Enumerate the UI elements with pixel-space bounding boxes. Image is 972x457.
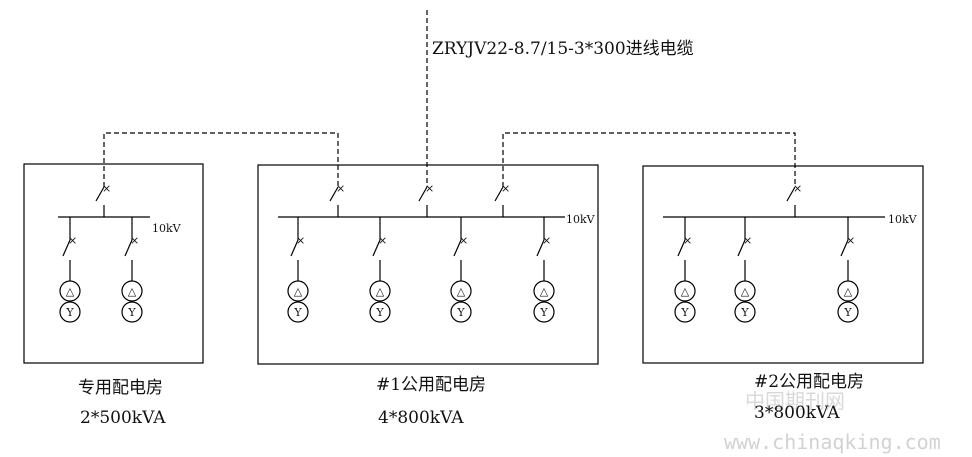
transformer-secondary-winding	[533, 301, 555, 323]
delta-symbol: △	[540, 285, 549, 298]
delta-symbol: △	[128, 285, 137, 298]
watermark-url: www.chinaqking.com	[724, 430, 941, 454]
feeder-switch-blade	[124, 239, 133, 257]
transformer-primary-winding	[121, 280, 143, 302]
transformer-secondary-winding	[287, 301, 309, 323]
room-capacity-public-2: 3*800kVA	[754, 403, 840, 423]
transformer-primary-winding	[674, 280, 696, 302]
incoming-switch-blade	[786, 186, 796, 202]
wye-symbol: Y	[456, 306, 465, 319]
feeder-switch-blade	[290, 239, 299, 257]
dashed-link-dedicated	[103, 132, 339, 187]
busbar-voltage-label-dedicated: 10kV	[152, 222, 182, 235]
watermark-cn: 中国期刊网	[745, 389, 845, 413]
incoming-switch-blade	[418, 186, 428, 202]
feeder-mark: ×	[459, 234, 468, 247]
wye-symbol: Y	[65, 306, 74, 319]
delta-symbol: △	[681, 285, 690, 298]
feeder-switch-blade	[536, 239, 545, 257]
feeder-mark: ×	[683, 234, 692, 247]
room-name-public-1: #1公用配电房	[376, 375, 486, 395]
switch-mark: ×	[501, 182, 510, 195]
room-box-dedicated	[23, 163, 204, 364]
delta-symbol: △	[294, 285, 303, 298]
delta-symbol: △	[457, 285, 466, 298]
switch-mark: ×	[336, 182, 345, 195]
room-capacity-public-1: 4*800kVA	[378, 408, 464, 428]
wye-symbol: Y	[293, 306, 302, 319]
incoming-cable-label: ZRYJV22-8.7/15-3*300进线电缆	[432, 39, 694, 59]
transformer-secondary-winding	[59, 301, 81, 323]
wye-symbol: Y	[843, 306, 852, 319]
switch-group: × × × × × × × × × × × × × ×	[62, 182, 855, 281]
wye-symbol: Y	[680, 306, 689, 319]
delta-symbol: △	[66, 285, 75, 298]
wye-symbol: Y	[127, 306, 136, 319]
transformer-primary-winding	[533, 280, 555, 302]
transformer-secondary-winding	[369, 301, 391, 323]
feeder-switch-blade	[840, 239, 849, 257]
room-name-dedicated: 专用配电房	[78, 378, 163, 398]
transformer-primary-winding	[59, 280, 81, 302]
transformer-primary-winding	[287, 280, 309, 302]
busbar-voltage-label-public-1: 10kV	[566, 213, 596, 226]
transformer-primary-winding	[734, 280, 756, 302]
feeder-mark: ×	[542, 234, 551, 247]
incoming-switch-blade	[329, 186, 339, 202]
transformer-primary-winding	[450, 280, 472, 302]
switch-mark: ×	[102, 182, 111, 195]
transformer-secondary-winding	[734, 301, 756, 323]
dashed-link-public-2	[502, 132, 796, 187]
feeder-mark: ×	[130, 234, 139, 247]
transformer-primary-winding	[837, 280, 859, 302]
switch-mark: ×	[425, 182, 434, 195]
feeder-switch-blade	[677, 239, 686, 257]
feeder-mark: ×	[68, 234, 77, 247]
transformer-group: △ Y △ Y △ Y △ Y △ Y △ Y △ Y △ Y △ Y	[59, 280, 859, 323]
wye-symbol: Y	[740, 306, 749, 319]
feeder-mark: ×	[743, 234, 752, 247]
room-name-public-2: #2公用配电房	[754, 372, 864, 392]
feeder-switch-blade	[372, 239, 381, 257]
feeder-switch-blade	[737, 239, 746, 257]
feeder-mark: ×	[378, 234, 387, 247]
transformer-secondary-winding	[674, 301, 696, 323]
wye-symbol: Y	[539, 306, 548, 319]
feeder-switch-blade	[453, 239, 462, 257]
transformer-secondary-winding	[121, 301, 143, 323]
feeder-mark: ×	[846, 234, 855, 247]
transformer-secondary-winding	[450, 301, 472, 323]
transformer-secondary-winding	[837, 301, 859, 323]
incoming-switch-blade	[494, 186, 504, 202]
busbar-voltage-label-public-2: 10kV	[888, 213, 918, 226]
incoming-switch-blade	[95, 186, 105, 202]
delta-symbol: △	[741, 285, 750, 298]
delta-symbol: △	[376, 285, 385, 298]
feeder-mark: ×	[296, 234, 305, 247]
switch-mark: ×	[793, 182, 802, 195]
room-capacity-dedicated: 2*500kVA	[80, 408, 166, 428]
transformer-primary-winding	[369, 280, 391, 302]
room-box-public-2	[642, 165, 924, 364]
wye-symbol: Y	[375, 306, 384, 319]
room-box-public-1	[257, 164, 599, 365]
feeder-switch-blade	[62, 239, 71, 257]
delta-symbol: △	[844, 285, 853, 298]
